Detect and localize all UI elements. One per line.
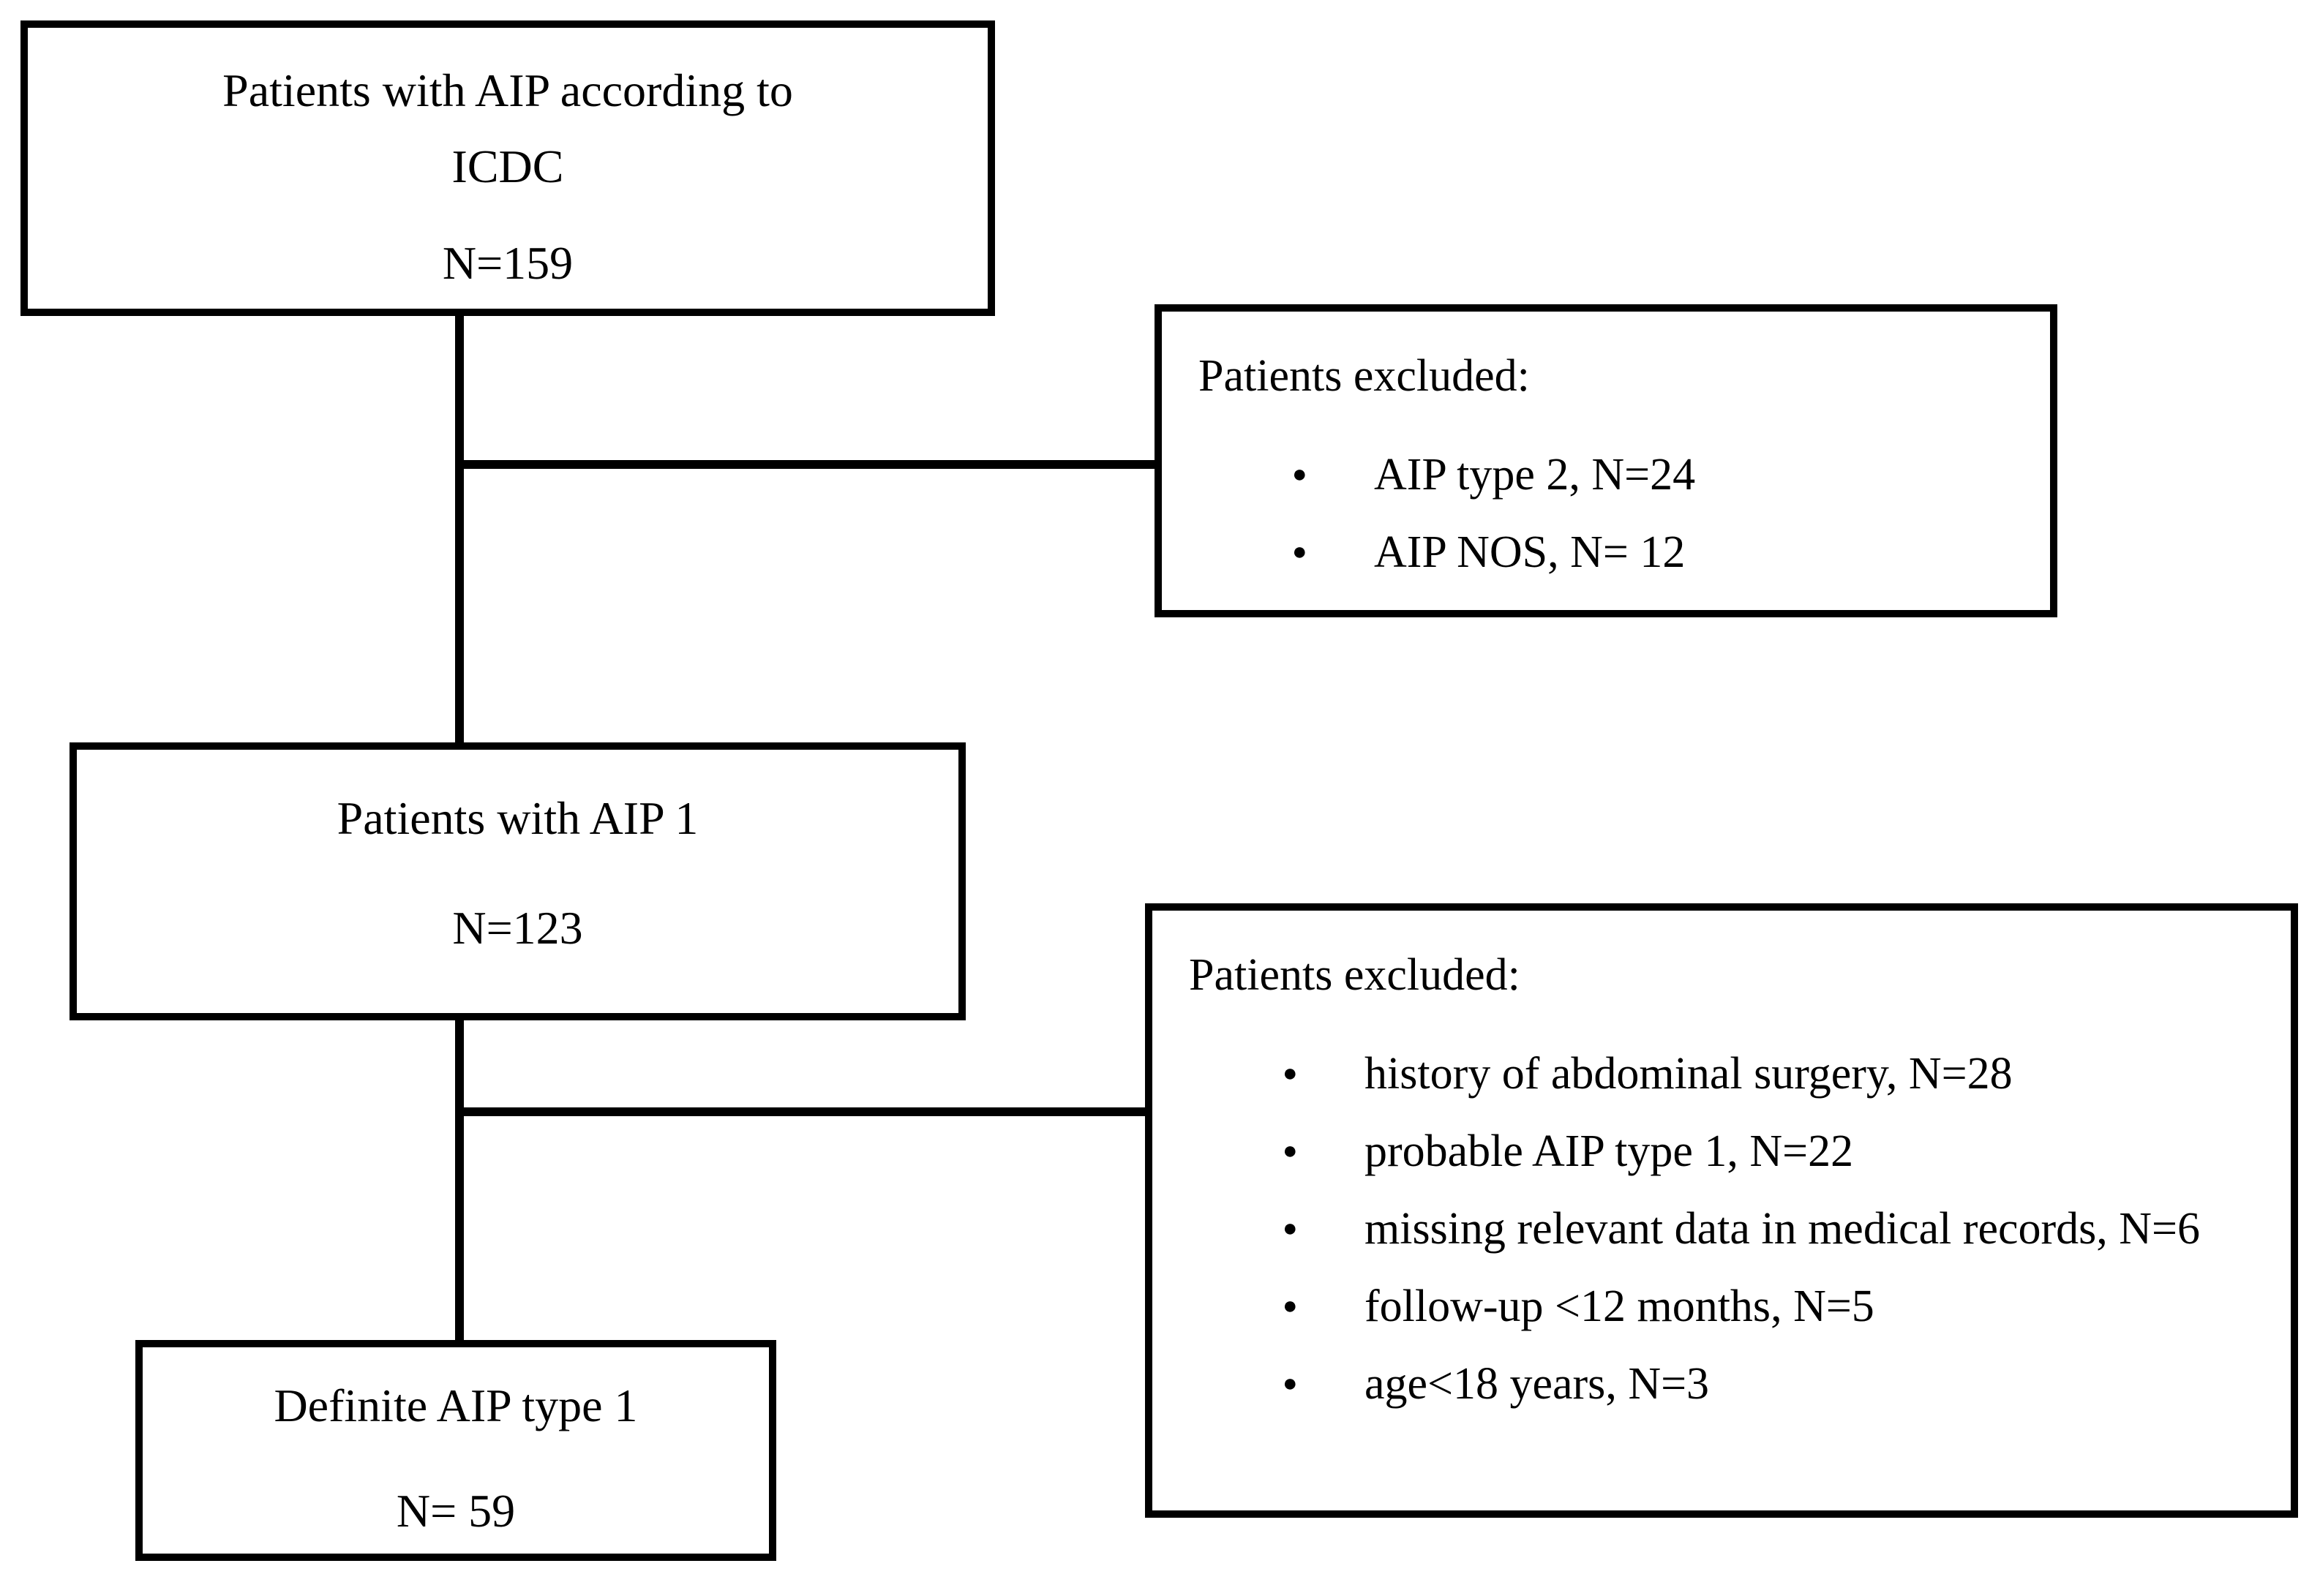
list-item: ● age<18 years, N=3 <box>1283 1345 2269 1423</box>
exclusion-heading: Patients excluded: <box>1198 351 1530 401</box>
list-item-text: age<18 years, N=3 <box>1364 1359 1710 1409</box>
connector-middle-to-bottom <box>455 1019 464 1341</box>
bullet-icon: ● <box>1283 1292 1298 1320</box>
node-title-line1: Patients with AIP according to <box>222 64 793 116</box>
node-count: N=159 <box>442 237 574 289</box>
list-item-text: history of abdominal surgery, N=28 <box>1364 1049 2013 1099</box>
bullet-icon: ● <box>1283 1370 1298 1397</box>
exclusion-heading: Patients excluded: <box>1189 950 1520 1000</box>
list-item-text: follow-up <12 months, N=5 <box>1364 1281 1874 1331</box>
node-title-line2: ICDC <box>451 140 564 192</box>
connector-branch-excluded1 <box>455 460 1156 469</box>
node-definite-aip-type-1: Definite AIP type 1 N= 59 <box>135 1340 776 1561</box>
node-title: Patients with AIP 1 <box>337 792 699 844</box>
list-item: ● missing relevant data in medical recor… <box>1283 1190 2269 1268</box>
list-item-text: AIP NOS, N= 12 <box>1374 527 1686 577</box>
list-item-text: probable AIP type 1, N=22 <box>1364 1126 1854 1176</box>
node-title: Definite AIP type 1 <box>274 1379 638 1431</box>
list-item: ● history of abdominal surgery, N=28 <box>1283 1035 2269 1113</box>
list-item-text: AIP type 2, N=24 <box>1374 450 1696 500</box>
node-count: N= 59 <box>396 1485 516 1537</box>
node-excluded-2: Patients excluded: ● history of abdomina… <box>1145 903 2298 1518</box>
bullet-icon: ● <box>1283 1060 1298 1087</box>
connector-branch-excluded2 <box>455 1107 1146 1116</box>
node-count: N=123 <box>452 902 583 954</box>
list-item-text: missing relevant data in medical records… <box>1364 1204 2201 1254</box>
list-item: ● AIP NOS, N= 12 <box>1292 513 2028 591</box>
node-excluded-1: Patients excluded: ● AIP type 2, N=24 ● … <box>1155 304 2057 617</box>
bullet-icon: ● <box>1292 461 1307 488</box>
bullet-icon: ● <box>1283 1215 1298 1242</box>
node-patients-aip-icdc: Patients with AIP according to ICDC N=15… <box>20 20 995 316</box>
exclusion-list: ● history of abdominal surgery, N=28 ● p… <box>1189 1035 2269 1423</box>
list-item: ● follow-up <12 months, N=5 <box>1283 1268 2269 1345</box>
exclusion-list: ● AIP type 2, N=24 ● AIP NOS, N= 12 <box>1198 436 2028 591</box>
connector-top-to-middle <box>455 315 464 744</box>
list-item: ● probable AIP type 1, N=22 <box>1283 1113 2269 1190</box>
list-item: ● AIP type 2, N=24 <box>1292 436 2028 513</box>
bullet-icon: ● <box>1292 538 1307 565</box>
node-patients-aip-1: Patients with AIP 1 N=123 <box>70 742 966 1020</box>
bullet-icon: ● <box>1283 1137 1298 1164</box>
